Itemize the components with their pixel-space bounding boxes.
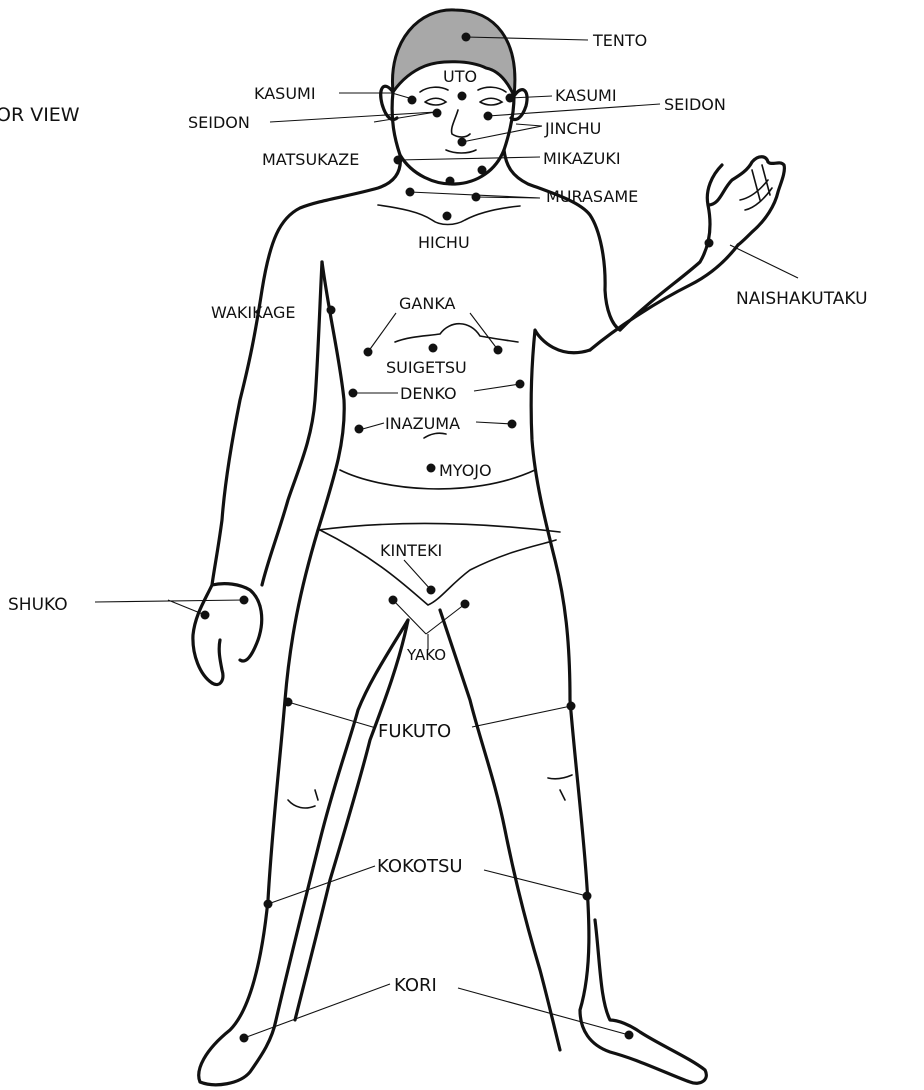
right-shoulder xyxy=(504,150,620,330)
label-denko: DENKO xyxy=(400,384,457,403)
point-jinchu xyxy=(458,138,467,147)
left-hand xyxy=(212,584,262,685)
eyebrows xyxy=(420,87,506,92)
waist-line xyxy=(340,470,535,489)
label-yako: YAKO xyxy=(406,646,446,664)
label-inazuma: INAZUMA xyxy=(385,414,460,433)
label-hichu: HICHU xyxy=(418,233,470,252)
label-wakikage: WAKIKAGE xyxy=(211,303,295,322)
label-myojo: MYOJO xyxy=(439,461,492,480)
label-mikazuki: MIKAZUKI xyxy=(543,149,621,168)
point-kokotsu-left xyxy=(264,900,273,909)
label-shuko: SHUKO xyxy=(8,595,68,615)
navel xyxy=(424,433,446,438)
point-suigetsu xyxy=(429,344,438,353)
label-kasumi-right: KASUMI xyxy=(555,86,617,105)
pec-lines xyxy=(395,324,518,342)
point-murasame-right xyxy=(472,193,481,202)
mouth xyxy=(446,150,476,153)
point-yako-left xyxy=(389,596,398,605)
point-yako-right xyxy=(461,600,470,609)
left-inner-leg xyxy=(295,620,408,1020)
label-kokotsu: KOKOTSU xyxy=(377,856,463,877)
point-kasumi-left xyxy=(408,96,417,105)
point-hichu xyxy=(443,212,452,221)
point-fukuto-right xyxy=(567,702,576,711)
right-torso-leg xyxy=(531,330,706,1083)
point-ganka-left xyxy=(364,348,373,357)
point-mikazuki xyxy=(446,177,455,186)
point-denko-left xyxy=(349,389,358,398)
point-kori-right xyxy=(625,1031,634,1040)
point-naishakutaku xyxy=(705,239,714,248)
label-kinteki: KINTEKI xyxy=(380,541,442,560)
label-tento: TENTO xyxy=(592,31,647,50)
nose xyxy=(452,110,470,137)
label-matsukaze: MATSUKAZE xyxy=(262,150,359,169)
point-kasumi-right xyxy=(506,94,515,103)
point-wakikage xyxy=(327,306,336,315)
point-kori-left xyxy=(240,1034,249,1043)
label-uto: UTO xyxy=(443,67,477,86)
point-uto xyxy=(458,92,467,101)
point-matsukaze xyxy=(394,156,403,165)
point-inazuma-left xyxy=(355,425,364,434)
label-jinchu: JINCHU xyxy=(544,119,601,138)
head-outline xyxy=(392,92,514,184)
point-shuko-wrist xyxy=(240,596,249,605)
label-seidon-right: SEIDON xyxy=(664,95,726,114)
knee-left xyxy=(288,790,318,808)
point-kinteki xyxy=(427,586,436,595)
right-inner-leg xyxy=(440,610,560,1050)
label-kori: KORI xyxy=(394,975,437,996)
point-seidon-right xyxy=(484,112,493,121)
label-seidon-left: SEIDON xyxy=(188,113,250,132)
point-tento xyxy=(462,33,471,42)
title-fragment: OR VIEW xyxy=(0,104,80,126)
underwear-top xyxy=(318,524,560,533)
point-ganka-right xyxy=(494,346,503,355)
left-body-outline xyxy=(193,155,400,683)
label-fukuto: FUKUTO xyxy=(378,721,451,742)
point-kokotsu-right xyxy=(583,892,592,901)
point-fukuto-left xyxy=(284,698,293,707)
body-outline xyxy=(193,10,784,1085)
knee-right xyxy=(548,775,572,800)
label-suigetsu: SUIGETSU xyxy=(386,358,467,377)
point-seidon-left xyxy=(433,109,442,118)
label-naishakutaku: NAISHAKUTAKU xyxy=(736,289,868,309)
point-mikazuki-2 xyxy=(478,166,487,175)
point-shuko-hand xyxy=(201,611,210,620)
label-murasame: MURASAME xyxy=(546,187,638,206)
leader-lines xyxy=(95,37,798,1038)
left-torso-leg xyxy=(199,262,408,1085)
point-myojo xyxy=(427,464,436,473)
label-kasumi-left: KASUMI xyxy=(254,84,316,103)
label-ganka: GANKA xyxy=(399,294,456,313)
point-denko-right xyxy=(516,380,525,389)
point-inazuma-right xyxy=(508,420,517,429)
point-murasame-left xyxy=(406,188,415,197)
